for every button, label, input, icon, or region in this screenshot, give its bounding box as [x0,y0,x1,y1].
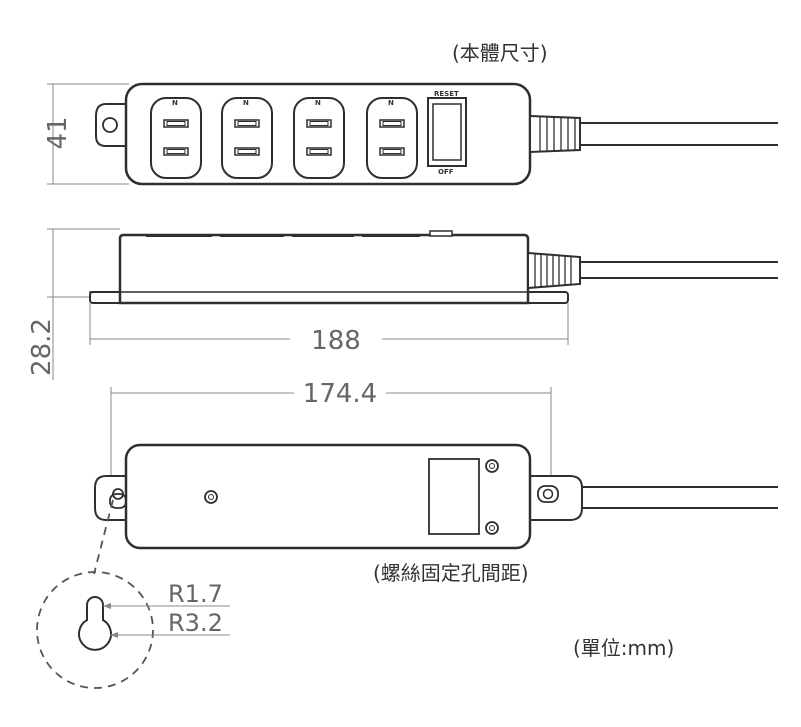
side-view: 28.2 188 [27,228,778,380]
length-dimension: 188 [311,326,361,356]
socket-mark-4: N [388,99,394,107]
socket-mark-2: N [243,99,249,107]
radius-small-label: R1.7 [168,580,223,608]
height-dimension: 41 [43,116,73,149]
off-label: OFF [438,168,454,176]
top-view: 41 N N N N RESET OFF [43,82,778,186]
keyhole-detail: R1.7 R3.2 [36,499,230,689]
socket-mark-1: N [172,99,178,107]
bottom-view: 174.4 (螺絲固定孔間距) [94,379,778,585]
screw-spacing-label: (螺絲固定孔間距) [373,561,529,585]
depth-dimension: 28.2 [27,318,57,376]
radius-large-label: R3.2 [168,609,223,637]
body-size-title: (本體尺寸) [452,41,548,65]
hole-spacing-dimension: 174.4 [303,379,377,409]
socket-mark-3: N [315,99,321,107]
unit-label: (單位:mm) [573,636,674,660]
reset-label: RESET [434,90,459,98]
